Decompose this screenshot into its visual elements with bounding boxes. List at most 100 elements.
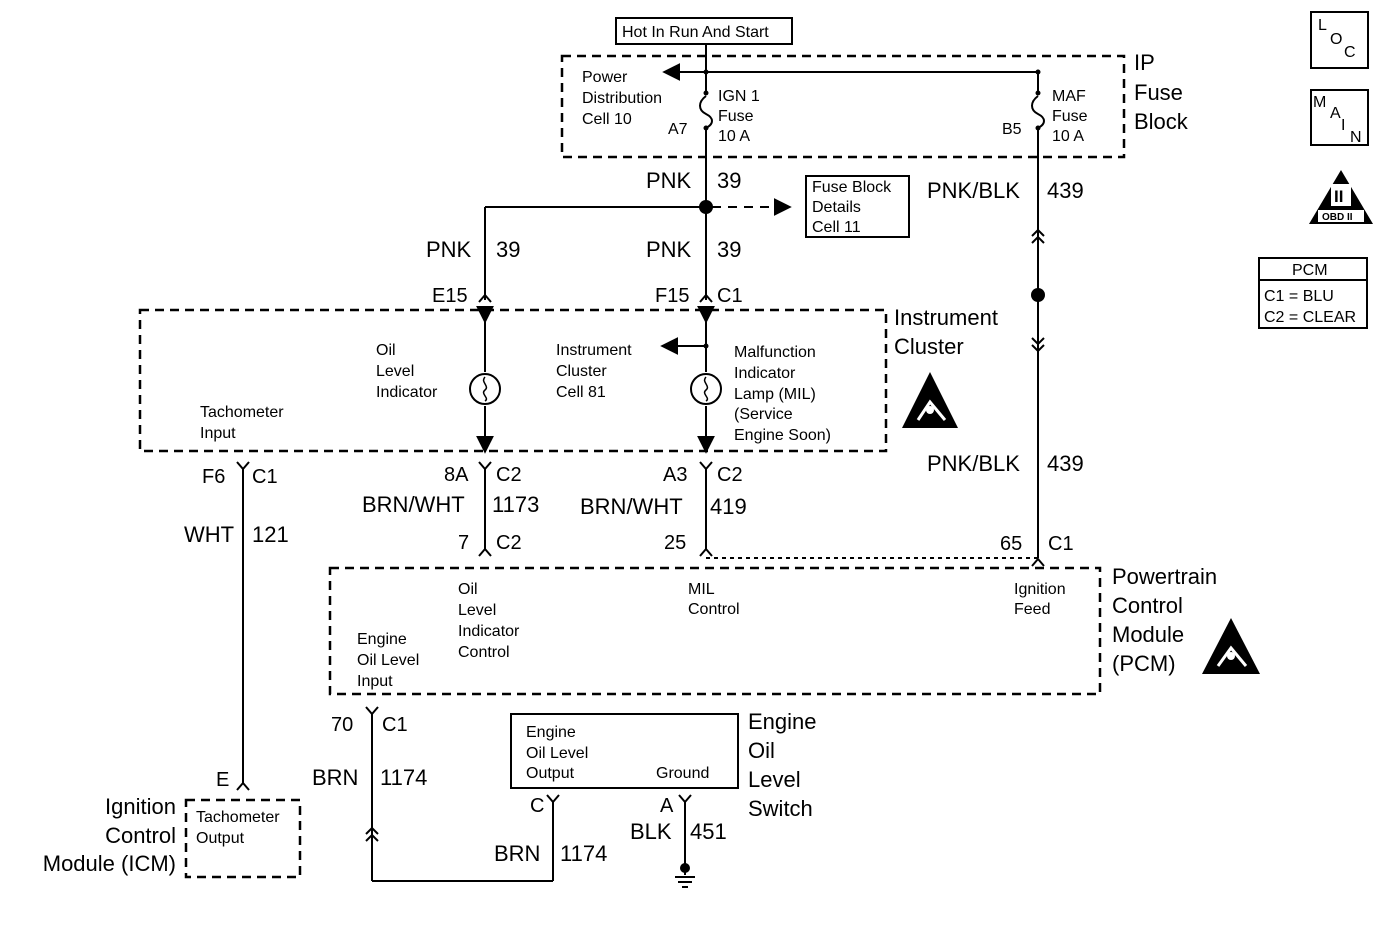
svg-text:121: 121 (252, 522, 289, 547)
ground-icon (675, 876, 695, 888)
svg-text:39: 39 (496, 237, 520, 262)
svg-text:F15: F15 (655, 285, 689, 307)
svg-text:C2 = CLEAR: C2 = CLEAR (1264, 309, 1356, 326)
svg-text:I: I (1341, 117, 1345, 134)
svg-text:O: O (1330, 31, 1342, 48)
svg-text:L: L (1318, 17, 1327, 34)
svg-text:BRN/WHT: BRN/WHT (580, 494, 683, 519)
svg-text:70: 70 (331, 714, 353, 736)
svg-text:PNK: PNK (646, 168, 692, 193)
svg-text:C1: C1 (1048, 533, 1074, 555)
svg-text:BRN/WHT: BRN/WHT (362, 492, 465, 517)
svg-text:Hot In Run And Start: Hot In Run And Start (622, 24, 769, 41)
circuit-439: PNK/BLK 439 PNK/BLK 439 65 C1 (927, 157, 1084, 567)
svg-text:A3: A3 (663, 464, 687, 486)
svg-text:B5: B5 (1002, 121, 1022, 138)
svg-text:E: E (216, 769, 229, 791)
svg-text:1174: 1174 (380, 765, 427, 790)
pcm-connector-legend: PCM C1 = BLU C2 = CLEAR (1258, 257, 1368, 329)
circuit-121-tach: F6 C1 WHT 121 E (184, 461, 289, 791)
svg-text:N: N (1350, 129, 1362, 146)
svg-text:A7: A7 (668, 121, 688, 138)
svg-text:39: 39 (717, 168, 741, 193)
svg-text:C1: C1 (252, 466, 278, 488)
mil-lamp-bulb (660, 305, 722, 454)
svg-text:39: 39 (717, 237, 741, 262)
obd-ii-icon: II OBD II (1309, 170, 1373, 224)
maf-fuse-symbol (1031, 72, 1045, 157)
ign1-fuse-symbol (699, 72, 713, 157)
svg-text:PNK: PNK (646, 237, 692, 262)
svg-text:7: 7 (458, 532, 469, 554)
svg-text:65: 65 (1000, 533, 1022, 555)
svg-text:C2: C2 (496, 464, 522, 486)
svg-text:451: 451 (690, 819, 727, 844)
svg-text:Ground: Ground (656, 765, 709, 782)
svg-text:A: A (660, 795, 674, 817)
svg-text:C1 = BLU: C1 = BLU (1264, 288, 1334, 305)
circuit-1174: 70 C1 BRN 1174 BRN 1174 C (312, 706, 607, 882)
svg-text:C1: C1 (717, 285, 743, 307)
circuit-39: PNK 39 PNK 39 PNK 39 E15 F15 C1 (426, 157, 792, 307)
circuit-451-ground: A BLK 451 (630, 794, 727, 888)
svg-text:419: 419 (710, 494, 747, 519)
svg-text:A: A (1330, 105, 1341, 122)
svg-text:BRN: BRN (494, 841, 540, 866)
circuit-1173: 8A C2 BRN/WHT 1173 7 C2 (362, 461, 539, 557)
svg-text:1174: 1174 (560, 841, 607, 866)
svg-text:8A: 8A (444, 464, 469, 486)
svg-text:PNK/BLK: PNK/BLK (927, 178, 1020, 203)
circuit-419: A3 C2 BRN/WHT 419 25 (580, 461, 1038, 559)
svg-text:OBD II: OBD II (1322, 212, 1353, 223)
svg-text:BRN: BRN (312, 765, 358, 790)
loc-icon: L O C (1310, 11, 1369, 69)
esd-warning-icon (902, 372, 958, 428)
svg-text:1173: 1173 (492, 492, 539, 517)
svg-text:C: C (530, 795, 544, 817)
hot-in-run-label: Hot In Run And Start (615, 17, 793, 45)
svg-text:C: C (1344, 44, 1356, 61)
svg-text:BLK: BLK (630, 819, 672, 844)
esd-warning-icon (1202, 618, 1260, 674)
svg-text:25: 25 (664, 532, 686, 554)
svg-text:439: 439 (1047, 178, 1084, 203)
svg-text:C2: C2 (496, 532, 522, 554)
svg-text:M: M (1313, 94, 1326, 111)
svg-text:PNK: PNK (426, 237, 472, 262)
main-icon: M A I N (1310, 89, 1369, 146)
svg-text:C2: C2 (717, 464, 743, 486)
svg-text:C1: C1 (382, 714, 408, 736)
svg-text:F6: F6 (202, 466, 225, 488)
svg-text:PNK/BLK: PNK/BLK (927, 451, 1020, 476)
svg-text:II: II (1334, 187, 1343, 206)
oil-level-indicator-bulb (469, 305, 501, 454)
svg-text:439: 439 (1047, 451, 1084, 476)
svg-text:PCM: PCM (1292, 262, 1328, 279)
svg-text:WHT: WHT (184, 522, 234, 547)
